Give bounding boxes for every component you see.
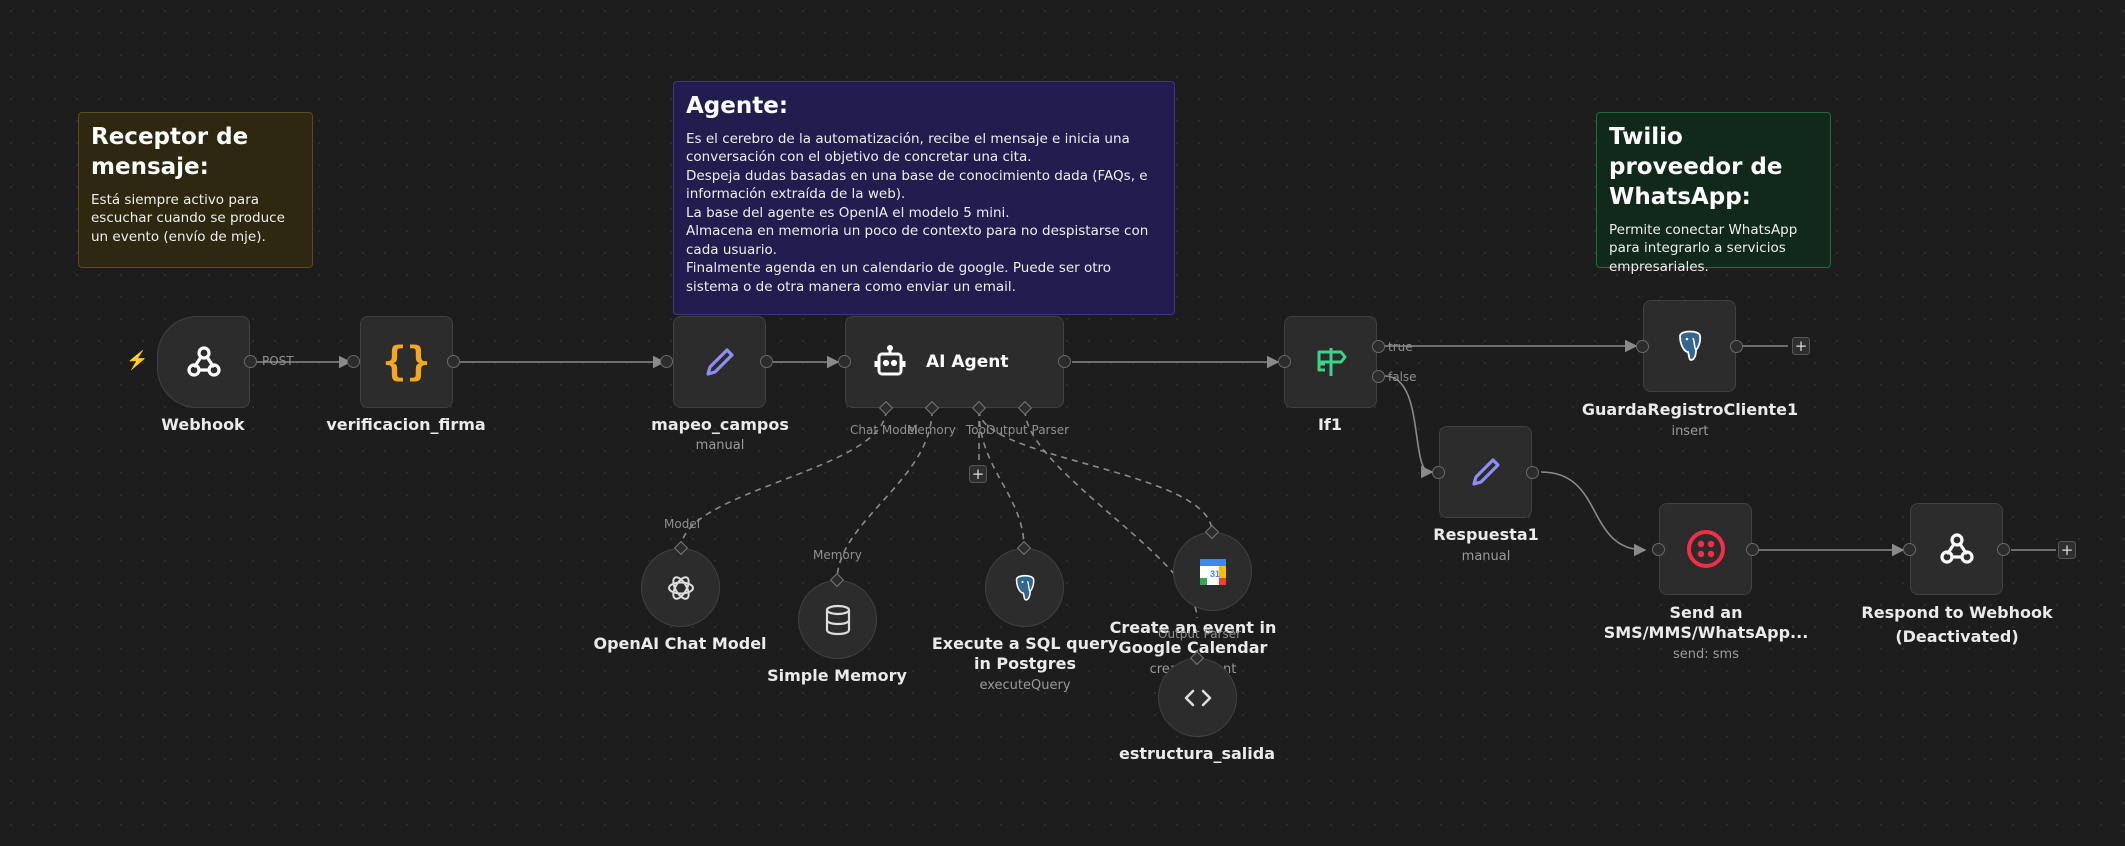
trigger-bolt-icon: ⚡ [126,350,149,370]
node-twilio-send[interactable] [1659,503,1752,595]
node-openai-chat-model[interactable] [641,548,720,627]
label-chat-model: Chat Model [850,423,918,437]
postgres-icon [1670,326,1710,366]
node-mapeo-campos[interactable] [673,316,766,408]
sticky-receptor-title: Receptor de mensaje: [91,124,249,180]
pencil-icon [700,342,740,382]
port-verificacion-out[interactable] [447,355,460,368]
label-twilio-line1: Send an [1669,603,1743,622]
label-twilio-line2: SMS/MMS/WhatsApp... [1603,623,1809,642]
sub-twilio: send: sms [1673,647,1739,662]
webhook-icon [1937,529,1977,569]
label-memory-node: Simple Memory [767,666,907,685]
wire-label-memory-in: Memory [813,548,862,562]
twilio-icon [1685,528,1727,570]
port-guarda-out[interactable] [1730,340,1743,353]
port-guarda-in[interactable] [1636,340,1649,353]
port-agent-in[interactable] [838,355,851,368]
sticky-twilio-title: Twilio proveedor de WhatsApp: [1609,124,1783,210]
wire-if1-respuesta [1384,375,1434,479]
node-simple-memory[interactable] [798,580,877,659]
wire-respuesta-twilio [1540,471,1647,557]
wire-label-post: POST [262,354,294,368]
label-ai-agent: AI Agent [926,352,1009,372]
openai-icon [664,571,698,605]
wire-label-model-in: Model [664,517,701,531]
label-calendar-line1: Create an event in [1109,618,1277,637]
label-verificacion: verificacion_firma [326,415,486,434]
label-tool: Tool [966,423,990,437]
label-respuesta: Respuesta1 [1433,525,1539,544]
wire-label-true: true [1388,340,1413,354]
port-mapeo-out[interactable] [760,355,773,368]
sticky-receptor-text: Está siempre activo para escuchar cuando… [91,191,285,245]
port-twilio-out[interactable] [1746,543,1759,556]
label-calendar-line2: Google Calendar [1118,638,1268,657]
port-respuesta-out[interactable] [1526,466,1539,479]
database-icon [823,604,853,636]
sticky-agente-line: Despeja dudas basadas en una base de con… [686,167,1148,203]
sticky-twilio[interactable]: Twilio proveedor de WhatsApp: Permite co… [1596,112,1831,275]
sub-mapeo: manual [695,438,745,453]
postgres-icon [1008,571,1042,605]
webhook-icon [184,342,224,382]
label-guarda: GuardaRegistroCliente1 [1581,400,1799,419]
wire-label-false: false [1388,370,1417,384]
label-estructura: estructura_salida [1118,744,1276,763]
port-verificacion-in[interactable] [347,355,360,368]
add-tool-button[interactable]: + [969,465,987,483]
label-webhook: Webhook [161,415,245,434]
label-respond-line1: Respond to Webhook [1861,603,2053,622]
node-google-calendar[interactable]: 31 [1173,532,1252,611]
wire-label-outputparser-in: Output Parser [1158,627,1242,641]
node-estructura-salida[interactable] [1158,658,1237,737]
sticky-agente[interactable]: Agente: Es el cerebro de la automatizaci… [673,81,1175,315]
svg-text:31: 31 [1210,569,1220,579]
robot-icon [872,344,908,380]
port-agent-out[interactable] [1058,355,1071,368]
label-openai: OpenAI Chat Model [593,634,767,653]
signpost-icon [1311,342,1351,382]
label-sql-line1: Execute a SQL query [931,634,1119,653]
label-if1: If1 [1317,415,1343,434]
code-brackets-icon [1182,682,1214,714]
sticky-agente-line: Almacena en memoria un poco de contexto … [686,223,1149,258]
node-execute-sql[interactable] [985,548,1064,627]
label-sql-line2: in Postgres [973,654,1077,673]
port-if1-true[interactable] [1372,340,1385,353]
node-if1[interactable] [1284,316,1377,408]
sticky-agente-line: Finalmente agenda en un calendario de go… [686,260,1112,295]
sticky-agente-line: Es el cerebro de la automatización, reci… [686,130,1130,166]
label-memory: Memory [907,423,956,437]
code-braces-icon: {} [382,339,431,385]
port-webhook-out[interactable] [244,355,257,368]
node-webhook[interactable] [157,316,250,408]
sticky-agente-line: La base del agente es OpenIA el modelo 5… [686,204,1010,221]
port-twilio-in[interactable] [1652,543,1665,556]
port-if1-in[interactable] [1278,355,1291,368]
pencil-icon [1466,452,1506,492]
node-ai-agent[interactable]: AI Agent [845,316,1064,408]
port-respond-out[interactable] [1997,543,2010,556]
port-mapeo-in[interactable] [660,355,673,368]
add-after-respond-button[interactable]: + [2058,541,2076,559]
port-respond-in[interactable] [1903,543,1916,556]
sub-respuesta: manual [1461,549,1511,564]
sub-sql: executeQuery [979,678,1071,693]
label-output-parser: Output Parser [986,423,1070,437]
sticky-twilio-text: Permite conectar WhatsApp para integrarl… [1609,221,1798,275]
google-calendar-icon: 31 [1197,556,1229,588]
label-mapeo: mapeo_campos [651,415,789,434]
sticky-agente-title: Agente: [686,93,789,119]
node-respond-webhook[interactable] [1910,503,2003,595]
sub-guarda: insert [1671,424,1709,439]
port-if1-false[interactable] [1372,370,1385,383]
node-guarda-registro[interactable] [1643,300,1736,392]
add-after-guarda-button[interactable]: + [1792,337,1810,355]
label-respond-line2: (Deactivated) [1895,627,2019,646]
node-verificacion-firma[interactable]: {} [360,316,453,408]
port-respuesta-in[interactable] [1432,466,1445,479]
node-respuesta1[interactable] [1439,426,1532,518]
sticky-receptor[interactable]: Receptor de mensaje: Está siempre activo… [78,112,313,268]
